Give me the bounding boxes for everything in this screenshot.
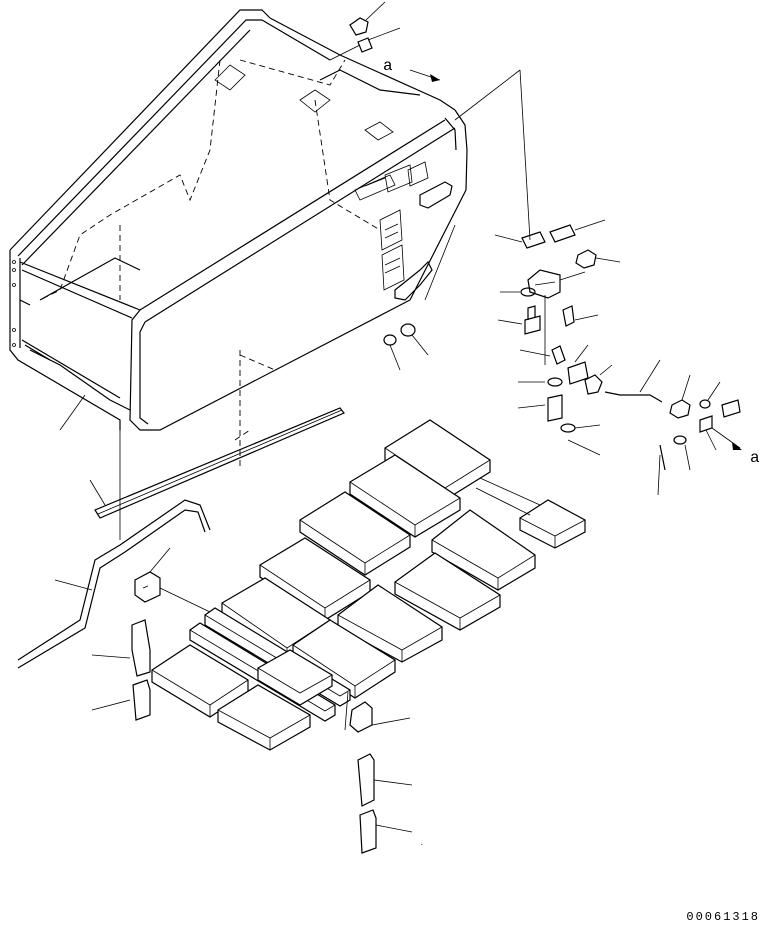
view-arrow-a-top: a	[383, 57, 441, 82]
top-bolt-nut-group	[329, 1, 401, 61]
long-rail-bar	[89, 407, 345, 519]
engine-hood-cover	[9, 9, 468, 470]
small-dot-mark: .	[420, 840, 424, 847]
insulation-pads	[151, 419, 586, 751]
bent-bracket-rod	[17, 499, 211, 669]
view-marker-right: a	[750, 449, 760, 467]
view-arrow-a-right: a	[711, 427, 760, 467]
corner-blocks: .	[91, 547, 424, 854]
view-marker-top: a	[383, 57, 393, 75]
hinge-hardware-group	[494, 219, 741, 496]
leader-top-right-2	[519, 69, 531, 241]
cover-callout-leader	[59, 394, 86, 431]
leader-side	[424, 224, 456, 301]
cover-stud-group	[383, 323, 429, 371]
leader-top-right-1	[454, 69, 521, 121]
drawing-number: 00061318	[686, 910, 760, 922]
